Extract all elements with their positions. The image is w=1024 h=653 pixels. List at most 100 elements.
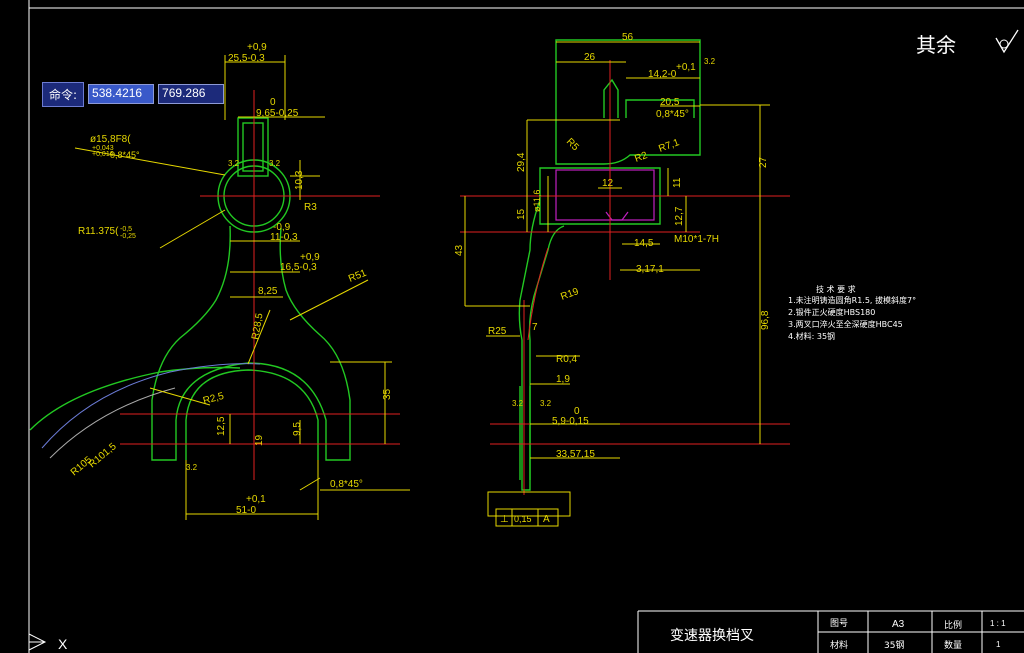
dim-12-5: 12,5 [216,416,227,436]
left-view-outline[interactable] [29,117,351,461]
dim-r11: R11.375( [78,226,119,237]
dim-3-17: 3,17,1 [636,264,664,275]
y-coordinate-input[interactable]: 769.286 [158,84,225,104]
roughness-circle-icon [999,39,1009,49]
left-view-blend-arc-outer [41,363,261,449]
dim-chamfer-right: 0,8*45° [656,109,689,120]
technical-notes-title: 技 术 要 求 [816,284,856,294]
right-view-outline[interactable] [518,39,701,491]
dim-9-5: 9,5 [292,422,303,436]
svg-text:3.2: 3.2 [186,463,198,472]
dim-5-9: 5,9-0,15 [552,416,589,427]
svg-text:A: A [543,514,550,525]
svg-text:-0,25: -0,25 [120,233,136,240]
right-view-dimension-lines [464,41,770,459]
svg-text:35钢: 35钢 [884,639,904,651]
dim-56: 56 [622,32,634,43]
dim-12: 12 [602,178,614,189]
dynamic-input-bar[interactable]: 命令: 538.4216 769.286 [42,81,225,107]
x-coordinate-input[interactable]: 538.4216 [88,84,155,104]
dim-r0-4: R0,4 [556,354,578,365]
dim-12-7: 12,7 [674,206,685,226]
dim-r25-right: R25 [488,326,507,337]
dim-26: 26 [584,52,596,63]
dim-15: 15 [516,208,527,220]
left-view-roughness-marks: 3.2 3.2 3.2 [186,159,281,472]
svg-text:+0,1: +0,1 [246,494,266,505]
svg-text:0: 0 [574,406,580,417]
left-view-labels: +0,9 25,5-0,3 0 9,65-0,25 ø15,8F8( +0,04… [69,42,393,516]
svg-text:0,15: 0,15 [514,514,532,524]
technical-notes: 技 术 要 求 1.未注明铸造圆角R1.5, 拔模斜度7° 2.锻件正火硬度HB… [788,284,916,341]
dim-14-5: 14,5 [634,238,654,249]
dim-r2: R2 [633,150,649,165]
dim-43: 43 [454,244,465,256]
svg-text:3.2: 3.2 [269,159,281,168]
dim-51: 51-0 [236,505,256,516]
dim-top-width-upper: +0,9 [247,42,267,53]
svg-text:1 : 1: 1 : 1 [990,619,1006,628]
svg-text:+0,9: +0,9 [300,252,320,263]
svg-text:⊥: ⊥ [500,514,509,525]
left-view-dimension-lines [74,55,410,520]
dim-27: 27 [758,156,769,168]
right-view-thread-section [555,169,655,221]
svg-text:3.2: 3.2 [704,57,716,66]
dim-20-5: 20,5 [660,97,680,108]
left-view-blend-arc-inner [49,387,176,459]
svg-text:3.两叉口淬火至全深硬度HBC45: 3.两叉口淬火至全深硬度HBC45 [788,319,903,329]
svg-text:X: X [58,636,68,652]
svg-text:3.2: 3.2 [512,399,524,408]
right-view-thread-tip [605,211,629,221]
dim-bore: ø15,8F8( [90,134,131,145]
svg-text:4.材料: 35钢: 4.材料: 35钢 [788,331,835,341]
right-view-roughness-marks: 3.2 3.2 3.2 [512,57,716,408]
dim-19: 19 [254,434,265,446]
dim-r19: R19 [559,286,580,303]
svg-text:3.2: 3.2 [540,399,552,408]
dim-7: 7 [532,322,538,333]
svg-text:数量: 数量 [944,639,962,651]
dim-r51: R51 [347,268,369,285]
right-view-centerlines [460,60,790,495]
svg-text:比例: 比例 [944,619,962,631]
dim-slot-upper: 0 [270,97,276,108]
right-view-hidden-line [527,247,549,341]
dim-chamfer-bottom: 0,8*45° [330,479,363,490]
title-block-text: 变速器换档叉 图号 A3 比例 1 : 1 材料 35钢 数量 1 [670,618,1006,651]
dim-1-9: 1,9 [556,374,570,385]
dim-8-25: 8,25 [258,286,278,297]
geometric-tolerance-frame: ⊥ 0,15 A [487,491,571,527]
svg-text:-0,9: -0,9 [273,222,291,233]
svg-text:1.未注明铸造圆角R1.5, 拔模斜度7°: 1.未注明铸造圆角R1.5, 拔模斜度7° [788,295,916,305]
dim-r7-1: R7,1 [657,137,681,155]
dim-33-57: 33,57,15 [556,449,595,460]
svg-text:-0,5: -0,5 [120,226,132,233]
dim-top-width-main: 25,5-0,3 [228,53,265,64]
dim-thread: M10*1-7H [674,234,719,245]
dim-29-4: 29,4 [516,152,527,172]
svg-text:材料: 材料 [830,639,848,651]
dim-r28-5: R28,5 [250,312,266,341]
dim-11: 11-0,3 [270,232,298,243]
part-name: 变速器换档叉 [670,627,754,644]
dim-r101-5: R101,5 [87,441,119,470]
dim-96-8: 96,8 [760,310,771,330]
dim-r2-5: R2,5 [202,391,226,407]
dim-slot-main: 9,65-0,25 [256,108,299,119]
left-view-centerlines [120,90,400,480]
dim-35: 35 [382,388,393,400]
svg-text:+0,1: +0,1 [676,62,696,73]
svg-text:A3: A3 [892,619,905,630]
dim-chamfer-top: 0,8*45° [110,150,140,160]
command-label: 命令: [42,81,85,107]
dim-r5: R5 [564,136,581,153]
corner-roughness-note: 其余 [916,33,956,57]
dim-r3: R3 [304,202,317,213]
dim-16-5: 16,5-0,3 [280,262,317,273]
roughness-symbol-icon [995,29,1019,54]
svg-text:图号: 图号 [830,618,848,629]
dim-dia-11-6: ø11,6 [532,190,542,212]
right-view-labels: 56 26 +0,1 14,2-0 20,5 0,8*45° R5 R7,1 R… [454,32,771,460]
